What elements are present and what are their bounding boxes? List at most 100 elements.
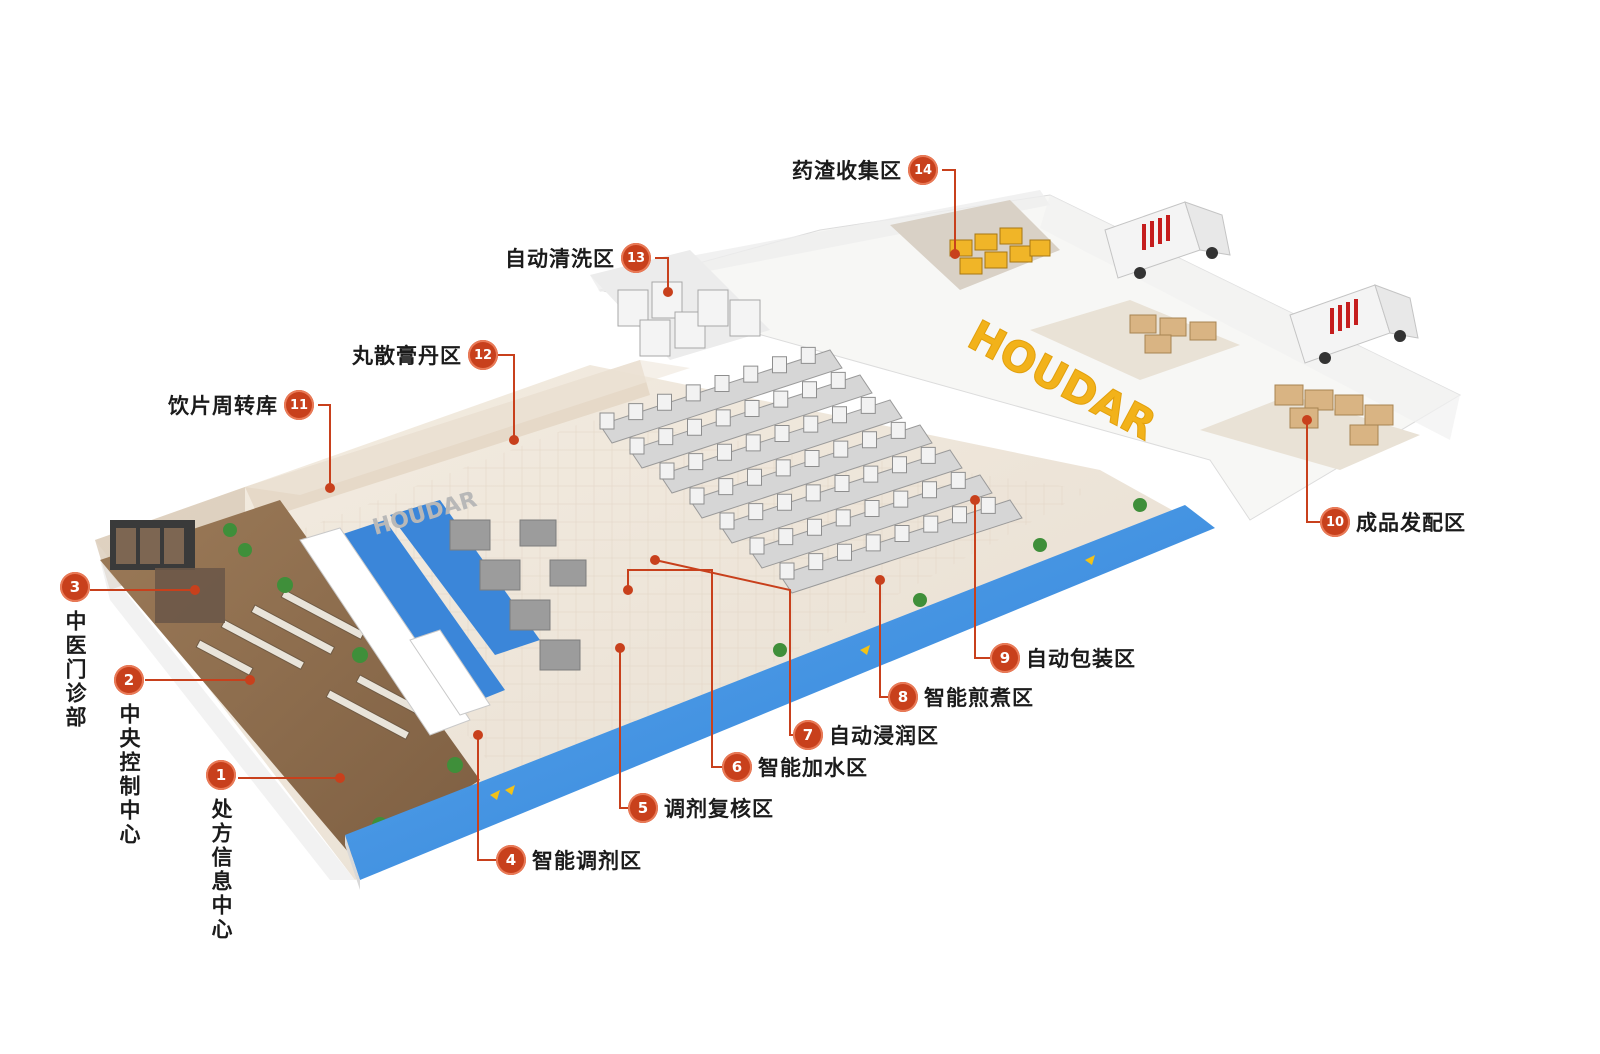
decoction-unit: [747, 468, 762, 486]
storage-pad-2: [1200, 395, 1420, 470]
zone-8-badge: 8: [888, 682, 918, 712]
residue-bins: [949, 227, 1051, 275]
zone-3-label: 中医门诊部: [63, 610, 87, 730]
callout-zone-14: 药渣收集区 14: [792, 155, 938, 185]
zone-5-badge: 5: [628, 793, 658, 823]
decoction-unit: [830, 371, 846, 389]
zone-5-label: 调剂复核区: [664, 797, 774, 821]
dispensing-racks: [299, 500, 540, 736]
decoction-unit: [779, 562, 795, 580]
decoction-unit: [745, 434, 761, 452]
truck-2: [1289, 284, 1419, 364]
decoction-unit: [803, 415, 819, 433]
decoction-unit: [800, 346, 816, 364]
callout-zone-10: 10 成品发配区: [1320, 507, 1466, 537]
storage-pad-1: [1030, 300, 1240, 380]
zone-7-label: 自动浸润区: [829, 724, 939, 748]
decoction-unit: [864, 500, 880, 517]
dispensing-cabinets: [449, 519, 587, 671]
decoction-unit: [952, 506, 967, 524]
callout-zone-12: 丸散膏丹区 12: [352, 340, 498, 370]
zone-10-label: 成品发配区: [1356, 511, 1466, 535]
zone-9-badge: 9: [990, 643, 1020, 673]
truck-1: [1104, 201, 1231, 279]
callout-zone-11: 饮片周转库 11: [168, 390, 314, 420]
zone-1-badge: 1: [206, 760, 236, 790]
decoction-unit: [719, 512, 735, 530]
decoction-unit: [920, 446, 936, 464]
decoction-unit: [718, 478, 734, 496]
decoction-unit: [832, 406, 847, 424]
front-curb: [345, 835, 360, 890]
callout-zone-9: 9 自动包装区: [990, 643, 1136, 673]
decoction-unit: [658, 428, 674, 446]
zone-2-badge: 2: [114, 665, 144, 695]
decoction-unit: [714, 375, 730, 392]
callout-zone-6: 6 智能加水区: [722, 752, 868, 782]
zone-1-label: 处方信息中心: [209, 798, 233, 942]
decoction-unit: [599, 412, 615, 430]
decoction-unit: [778, 528, 794, 546]
decoction-unit: [835, 509, 851, 527]
decoction-unit: [772, 356, 787, 374]
decoction-unit: [749, 537, 765, 555]
decoction-unit: [807, 518, 822, 536]
decoction-unit: [629, 437, 645, 455]
decoction-unit: [628, 403, 644, 421]
cleaning-machines: [617, 281, 761, 357]
front-road: [345, 505, 1215, 880]
zone-4-badge: 4: [496, 845, 526, 875]
decoction-unit: [775, 459, 791, 477]
decoction-unit: [688, 453, 704, 471]
callout-zone-4: 4 智能调剂区: [496, 845, 642, 875]
decoction-unit: [834, 475, 850, 492]
decoction-unit: [773, 390, 789, 408]
decoction-unit: [804, 450, 820, 467]
callout-zone-3: 3 中医门诊部: [60, 572, 90, 730]
zone-6-badge: 6: [722, 752, 752, 782]
decoction-unit: [717, 443, 732, 461]
decoction-unit: [863, 465, 879, 483]
zone-3-badge: 3: [60, 572, 90, 602]
decoction-unit: [748, 503, 764, 521]
zone-13-label: 自动清洗区: [505, 247, 615, 271]
zone-11-label: 饮片周转库: [168, 394, 278, 418]
zone-14-badge: 14: [908, 155, 938, 185]
decoction-machine-rows: [599, 346, 1023, 594]
decoction-unit: [689, 487, 705, 505]
road-arrows: [490, 555, 1095, 800]
callout-zone-2: 2 中央控制中心: [114, 665, 144, 847]
decoction-unit: [892, 456, 907, 474]
callout-zone-1: 1 处方信息中心: [206, 760, 236, 942]
decoction-unit: [980, 496, 996, 514]
decoction-unit: [687, 418, 702, 436]
decoction-unit: [893, 490, 909, 508]
decoction-unit: [862, 431, 877, 449]
zone-7-badge: 7: [793, 720, 823, 750]
callout-zone-7: 7 自动浸润区: [793, 720, 939, 750]
decoction-unit: [715, 409, 731, 427]
zone-6-label: 智能加水区: [758, 756, 868, 780]
decoction-unit: [805, 484, 821, 502]
zone-4-label: 智能调剂区: [532, 849, 642, 873]
office-glass-wall: [100, 560, 355, 880]
zone-9-label: 自动包装区: [1026, 647, 1136, 671]
decoction-unit: [865, 534, 881, 552]
callout-leader-dots: [190, 249, 1312, 783]
zone-12-badge: 12: [468, 340, 498, 370]
decoction-unit: [860, 396, 876, 414]
decoction-unit: [922, 481, 937, 499]
decoction-unit: [802, 381, 817, 399]
decoction-unit: [744, 400, 760, 417]
decoction-unit: [894, 525, 910, 542]
decoction-unit: [774, 425, 790, 442]
decoction-unit: [657, 393, 672, 411]
zone-8-label: 智能煎煮区: [924, 686, 1034, 710]
decoction-unit: [777, 493, 792, 511]
decoction-unit: [659, 462, 675, 480]
decoction-unit: [837, 543, 852, 561]
zone-13-badge: 13: [621, 243, 651, 273]
zone-10-badge: 10: [1320, 507, 1350, 537]
decoction-unit: [808, 553, 824, 571]
zone-2-label: 中央控制中心: [117, 703, 141, 847]
